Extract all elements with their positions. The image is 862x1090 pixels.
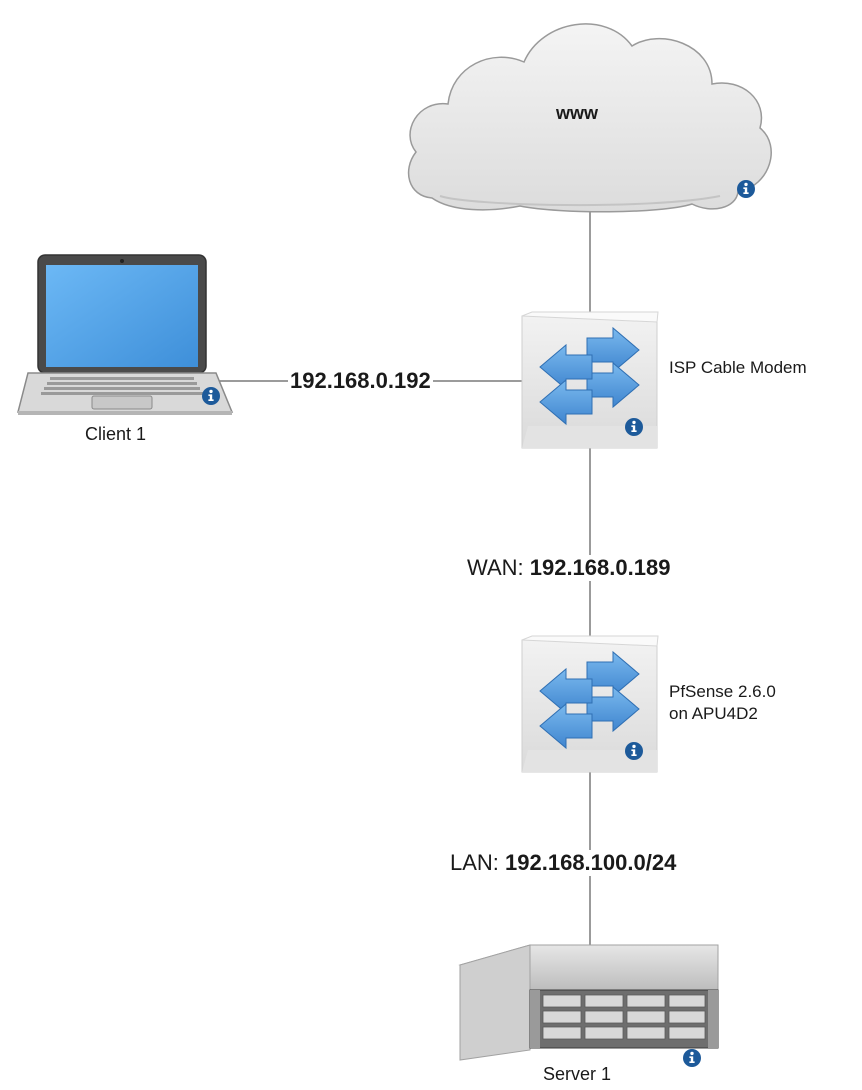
client-label: Client 1 xyxy=(85,424,147,444)
laptop-icon xyxy=(17,254,234,415)
cloud-icon xyxy=(407,23,772,213)
firewall-switch-icon xyxy=(521,635,659,773)
firewall-label-line1: PfSense 2.6.0 xyxy=(669,682,776,701)
cloud-info-icon[interactable] xyxy=(737,180,755,198)
firewall-label-line2: on APU4D2 xyxy=(669,704,758,723)
firewall-info-icon[interactable] xyxy=(625,742,643,760)
lan-ip: 192.168.100.0/24 xyxy=(505,850,677,875)
firewall-label: PfSense 2.6.0 on APU4D2 xyxy=(669,681,776,725)
cloud-label: www xyxy=(556,103,599,123)
client-info-icon[interactable] xyxy=(202,387,220,405)
server-label: Server 1 xyxy=(543,1064,612,1084)
wan-ip: 192.168.0.189 xyxy=(529,555,671,580)
server-info-icon[interactable] xyxy=(683,1049,701,1067)
wan-prefix: WAN: xyxy=(467,555,530,580)
modem-label: ISP Cable Modem xyxy=(669,358,807,377)
server-icon xyxy=(458,944,719,1061)
lan-prefix: LAN: xyxy=(450,850,506,875)
client-link-ip: 192.168.0.192 xyxy=(288,368,433,394)
wan-label: WAN: 192.168.0.189 xyxy=(465,555,673,581)
switch-icon xyxy=(521,311,659,449)
modem-info-icon[interactable] xyxy=(625,418,643,436)
lan-label: LAN: 192.168.100.0/24 xyxy=(448,850,679,876)
